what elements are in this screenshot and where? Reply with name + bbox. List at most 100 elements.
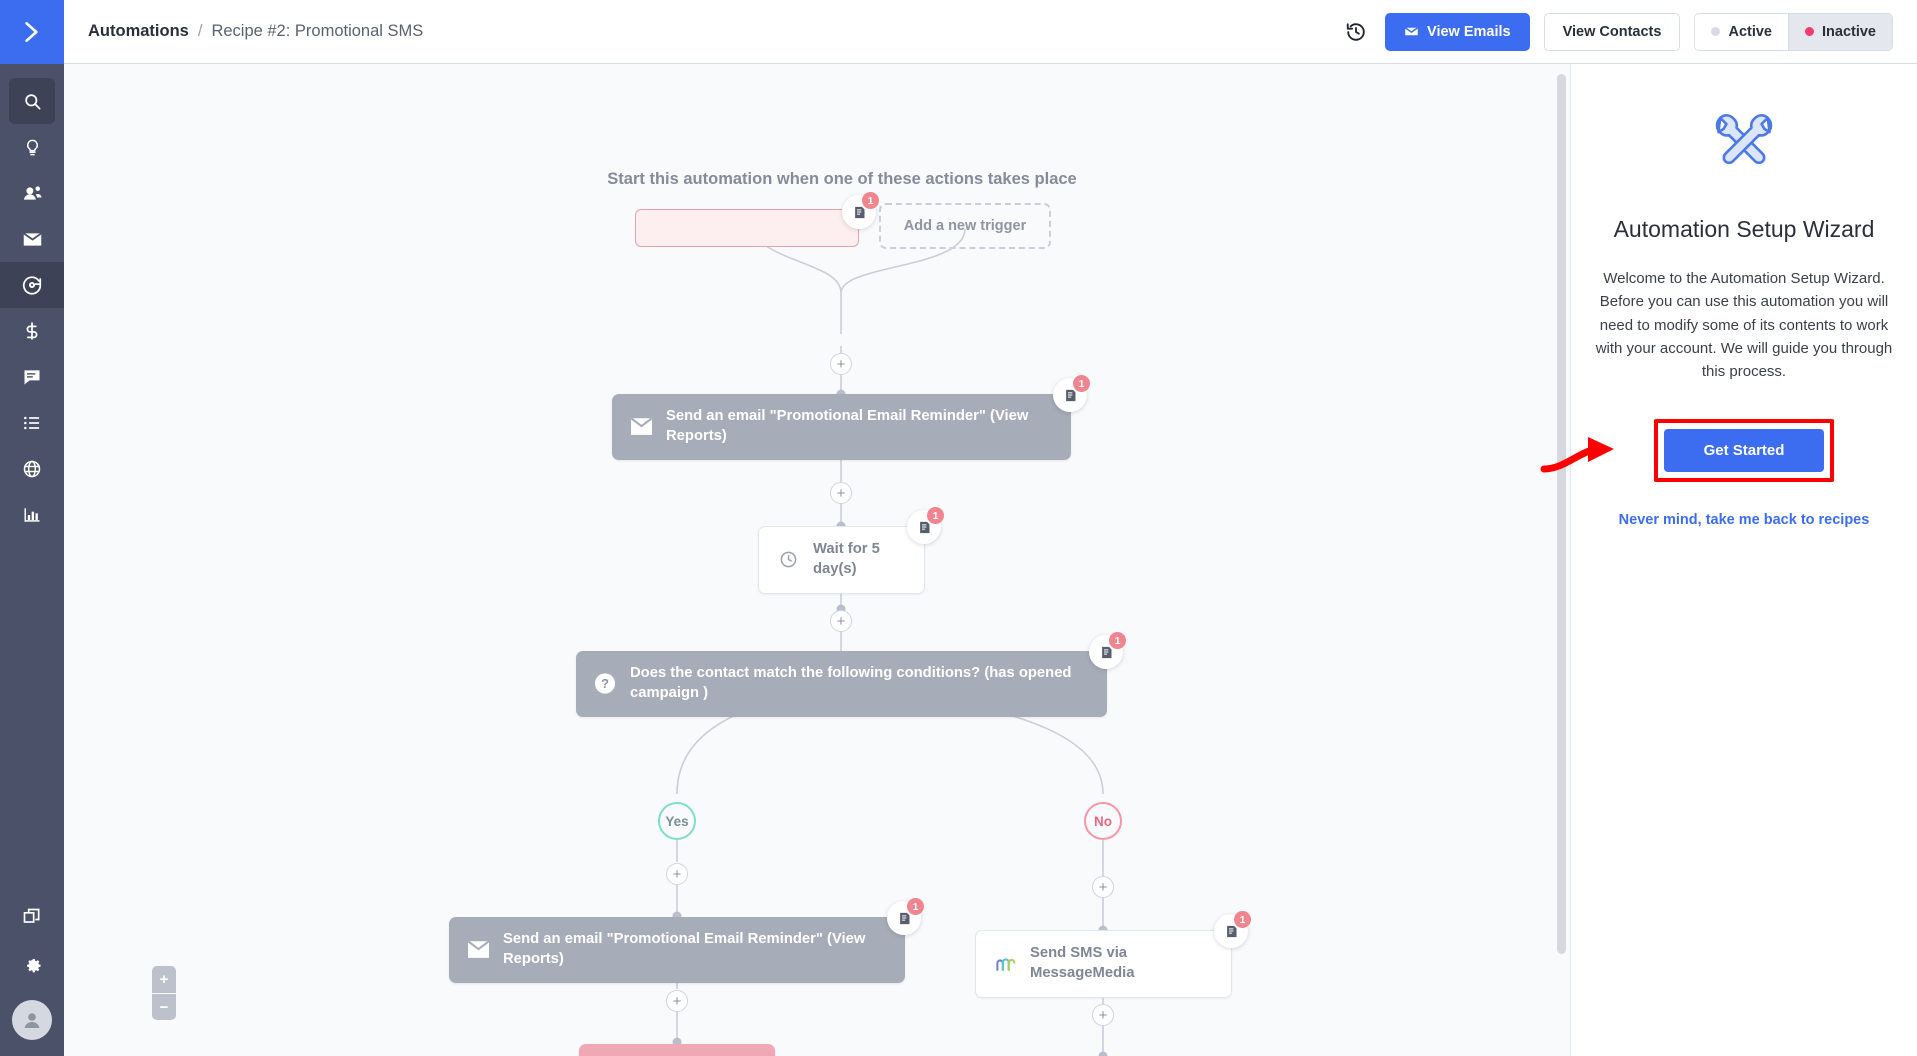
breadcrumb: Automations / Recipe #2: Promotional SMS: [88, 22, 423, 41]
node-send-email-1[interactable]: Send an email "Promotional Email Reminde…: [612, 375, 1090, 460]
badge-count: 1: [1073, 375, 1090, 392]
automation-canvas[interactable]: Start this automation when one of these …: [64, 64, 1570, 1056]
dollar-icon: [26, 322, 38, 340]
add-step-plus-1[interactable]: +: [830, 353, 852, 375]
status-inactive-option[interactable]: Inactive: [1788, 13, 1892, 50]
node-condition[interactable]: ? Does the contact match the following c…: [576, 632, 1126, 717]
status-active-option[interactable]: Active: [1695, 13, 1788, 50]
node-send-email-1-box[interactable]: Send an email "Promotional Email Reminde…: [612, 394, 1071, 460]
tools-wrench-screwdriver-icon: [1715, 114, 1773, 165]
status-inactive-label: Inactive: [1822, 23, 1876, 40]
breadcrumb-separator: /: [197, 22, 203, 40]
node-send-email-2-box[interactable]: Send an email "Promotional Email Reminde…: [449, 917, 905, 983]
view-contacts-label: View Contacts: [1562, 23, 1662, 40]
globe-icon: [23, 460, 41, 478]
status-inactive-dot: [1805, 27, 1814, 36]
add-step-plus-yes-2[interactable]: +: [666, 990, 688, 1012]
node-send-sms-box[interactable]: Send SMS via MessageMedia: [975, 930, 1232, 998]
back-to-recipes-link[interactable]: Never mind, take me back to recipes: [1618, 512, 1870, 529]
sidebar-item-campaigns[interactable]: [9, 216, 55, 262]
canvas-zoom-controls: + −: [152, 966, 176, 1020]
sidebar-item-automations[interactable]: [0, 262, 64, 308]
add-step-plus-yes[interactable]: +: [666, 863, 688, 885]
left-nav-rail: [0, 0, 64, 1056]
history-clock-icon: [1346, 22, 1365, 41]
clock-icon: [777, 550, 799, 569]
note-icon: [899, 912, 909, 924]
badge-count: 1: [927, 507, 944, 524]
wizard-description: Welcome to the Automation Setup Wizard. …: [1595, 270, 1893, 380]
view-emails-button[interactable]: View Emails: [1385, 12, 1530, 51]
chevron-right-logo-icon: [25, 22, 38, 42]
contacts-icon: [23, 185, 42, 200]
get-started-button[interactable]: Get Started: [1663, 429, 1825, 473]
sidebar-item-reports[interactable]: [9, 492, 55, 538]
sidebar-item-deals[interactable]: [9, 308, 55, 354]
node-send-email-2-badge[interactable]: 1: [887, 898, 924, 935]
node-wait-box[interactable]: Wait for 5 day(s): [758, 526, 925, 594]
rail-bottom-group: [9, 894, 55, 1056]
wizard-title: Automation Setup Wizard: [1613, 216, 1875, 242]
canvas-hint: Start this automation when one of these …: [607, 170, 1077, 188]
sidebar-item-conversations[interactable]: [9, 354, 55, 400]
breadcrumb-root[interactable]: Automations: [88, 22, 189, 40]
node-send-email-1-badge[interactable]: 1: [1053, 375, 1090, 412]
zoom-out-button[interactable]: −: [152, 993, 176, 1020]
sidebar-item-lists[interactable]: [9, 400, 55, 446]
automation-icon: [22, 276, 42, 295]
node-send-sms[interactable]: Send SMS via MessageMedia 1: [975, 911, 1251, 998]
branch-no[interactable]: No: [1084, 802, 1122, 840]
trigger-note-badge[interactable]: 1: [842, 192, 879, 229]
badge-count: 1: [907, 898, 924, 915]
bar-chart-icon: [24, 508, 40, 522]
add-step-plus-no-2[interactable]: +: [1092, 1004, 1114, 1026]
node-send-sms-badge[interactable]: 1: [1214, 911, 1251, 948]
node-send-email-1-label: Send an email "Promotional Email Reminde…: [666, 408, 1029, 444]
trigger-node-empty[interactable]: 1: [635, 192, 879, 247]
note-icon: [1101, 646, 1111, 658]
canvas-vertical-scrollbar[interactable]: [1557, 74, 1566, 954]
lightbulb-icon: [26, 139, 38, 155]
sidebar-item-contacts[interactable]: [9, 170, 55, 216]
node-condition-label: Does the contact match the following con…: [630, 665, 1072, 701]
gear-icon: [26, 958, 41, 972]
note-icon: [854, 206, 864, 218]
node-end-left[interactable]: End this automation: [579, 1044, 775, 1056]
envelope-icon: [467, 941, 489, 959]
history-button[interactable]: [1341, 17, 1371, 47]
note-icon: [1226, 925, 1236, 937]
sidebar-item-settings[interactable]: [9, 940, 55, 986]
status-toggle: Active Inactive: [1694, 12, 1893, 51]
node-send-sms-label: Send SMS via MessageMedia: [1030, 945, 1135, 981]
node-condition-box[interactable]: ? Does the contact match the following c…: [576, 651, 1107, 717]
node-wait-badge[interactable]: 1: [907, 507, 944, 544]
branch-yes[interactable]: Yes: [658, 802, 696, 840]
zoom-in-button[interactable]: +: [159, 971, 169, 988]
envelope-icon: [630, 418, 652, 436]
add-step-plus-2[interactable]: +: [830, 482, 852, 504]
add-trigger-node[interactable]: Add a new trigger: [879, 203, 1051, 249]
trigger-empty-box[interactable]: [635, 209, 859, 247]
view-contacts-button[interactable]: View Contacts: [1543, 12, 1681, 51]
status-active-dot: [1711, 27, 1721, 36]
node-condition-badge[interactable]: 1: [1089, 632, 1126, 669]
sidebar-item-ideas[interactable]: [9, 124, 55, 170]
badge-count: 1: [1109, 632, 1126, 649]
node-end-left-box[interactable]: End this automation: [579, 1044, 775, 1056]
add-step-plus-3[interactable]: +: [830, 610, 852, 632]
sidebar-item-search[interactable]: [9, 78, 55, 124]
sidebar-item-apps[interactable]: [9, 894, 55, 940]
view-emails-label: View Emails: [1427, 23, 1511, 40]
sidebar-item-website[interactable]: [9, 446, 55, 492]
node-wait[interactable]: Wait for 5 day(s) 1: [758, 507, 944, 594]
top-bar-actions: View Emails View Contacts Active Inactiv…: [1341, 12, 1893, 51]
add-step-plus-no[interactable]: +: [1092, 876, 1114, 898]
node-wait-label: Wait for 5 day(s): [813, 541, 880, 577]
status-active-label: Active: [1728, 23, 1772, 40]
setup-wizard-panel: Automation Setup Wizard Welcome to the A…: [1540, 64, 1917, 1056]
app-logo[interactable]: [0, 0, 64, 64]
add-trigger-label[interactable]: Add a new trigger: [879, 203, 1051, 249]
main-column: Automations / Recipe #2: Promotional SMS: [64, 0, 1917, 1056]
avatar[interactable]: [12, 1000, 52, 1040]
node-send-email-2[interactable]: Send an email "Promotional Email Reminde…: [449, 898, 924, 983]
